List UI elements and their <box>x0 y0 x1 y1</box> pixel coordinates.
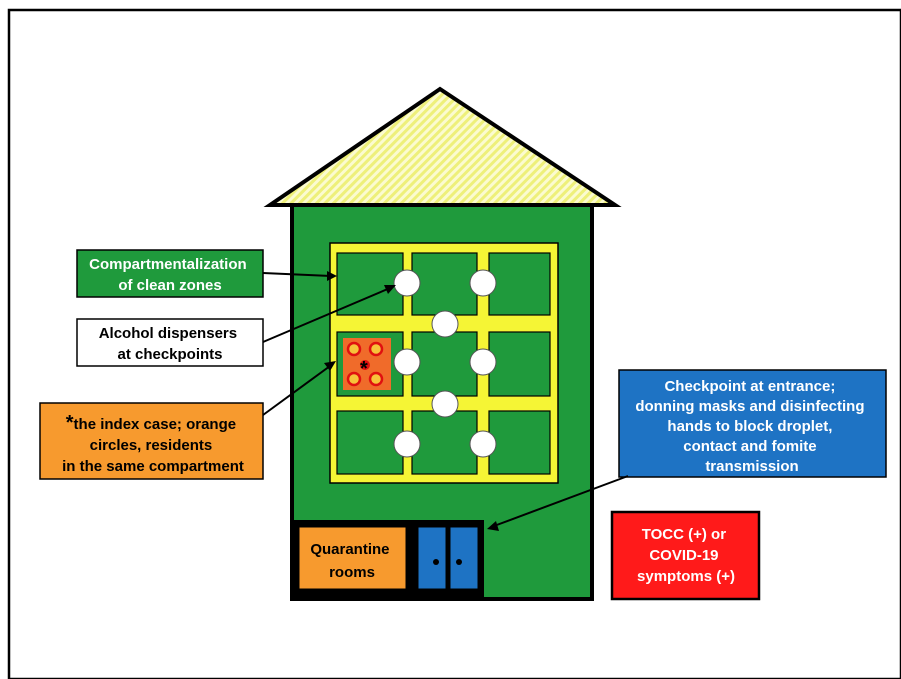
compartment-label-box <box>76 249 264 298</box>
door-left <box>417 526 447 590</box>
resident-circle <box>368 341 384 357</box>
roof <box>263 86 622 207</box>
arrow-index <box>262 361 336 416</box>
alcohol-dispenser <box>393 430 421 458</box>
alcohol-dispenser <box>431 310 459 338</box>
door-knob <box>456 559 462 565</box>
compartment <box>336 410 404 475</box>
dispensers <box>393 269 497 458</box>
tocc-label-box <box>610 510 761 601</box>
building: * Quarantine rooms <box>263 86 622 601</box>
resident-circle <box>346 341 362 357</box>
checkpoint-label-box <box>618 369 887 478</box>
compartment <box>411 410 478 475</box>
alcohol-dispenser <box>393 269 421 297</box>
compartment <box>336 252 404 316</box>
index-label-box <box>39 402 264 480</box>
index-case-dot <box>360 360 370 370</box>
arrows <box>262 271 629 531</box>
door-knob <box>433 559 439 565</box>
compartment <box>411 252 478 316</box>
compartment <box>488 252 551 316</box>
resident-circle <box>368 371 384 387</box>
alcohol-dispenser <box>393 348 421 376</box>
door-right <box>449 526 479 590</box>
alcohol-dispenser <box>469 348 497 376</box>
callout-tocc: TOCC (+) or COVID-19 symptoms (+) <box>610 510 761 601</box>
alcohol-dispenser <box>431 390 459 418</box>
index-compartment: * <box>336 331 404 397</box>
alcohol-label-box <box>76 318 264 367</box>
svg-text:Compartmentalization of: Compartmentalization of clean zones <box>89 256 251 294</box>
quarantine-rooms-box <box>298 526 407 590</box>
callout-checkpoint: Checkpoint at entrance; donning masks an… <box>618 369 887 478</box>
resident-circle <box>346 371 362 387</box>
compartment <box>488 331 551 397</box>
arrow-checkpoint <box>487 475 629 531</box>
svg-text:Alcohol dispensers at ch: Alcohol dispensers at checkpoints <box>99 325 242 363</box>
quarantine-label: Quarantine rooms <box>310 541 393 581</box>
svg-text:TOCC (+) or COVID-19: TOCC (+) or COVID-19 symptoms (+) <box>637 526 735 585</box>
callout-alcohol: Alcohol dispensers at checkpoints <box>76 318 264 367</box>
alcohol-dispenser <box>469 269 497 297</box>
compartment <box>488 410 551 475</box>
alcohol-dispenser <box>469 430 497 458</box>
compartment <box>411 331 478 397</box>
arrow-compartment <box>262 271 337 281</box>
svg-text:Checkpoint at entrance;: Checkpoint at entrance; donning masks an… <box>635 378 868 475</box>
callout-index-case: *the index case; orange circles, residen… <box>39 402 264 480</box>
index-case-mark: * <box>360 358 368 380</box>
arrow-alcohol <box>262 285 396 343</box>
svg-text:*the index case; orange: *the index case; orange circles, residen… <box>62 412 244 475</box>
callout-compartment: Compartmentalization of clean zones <box>76 249 264 298</box>
